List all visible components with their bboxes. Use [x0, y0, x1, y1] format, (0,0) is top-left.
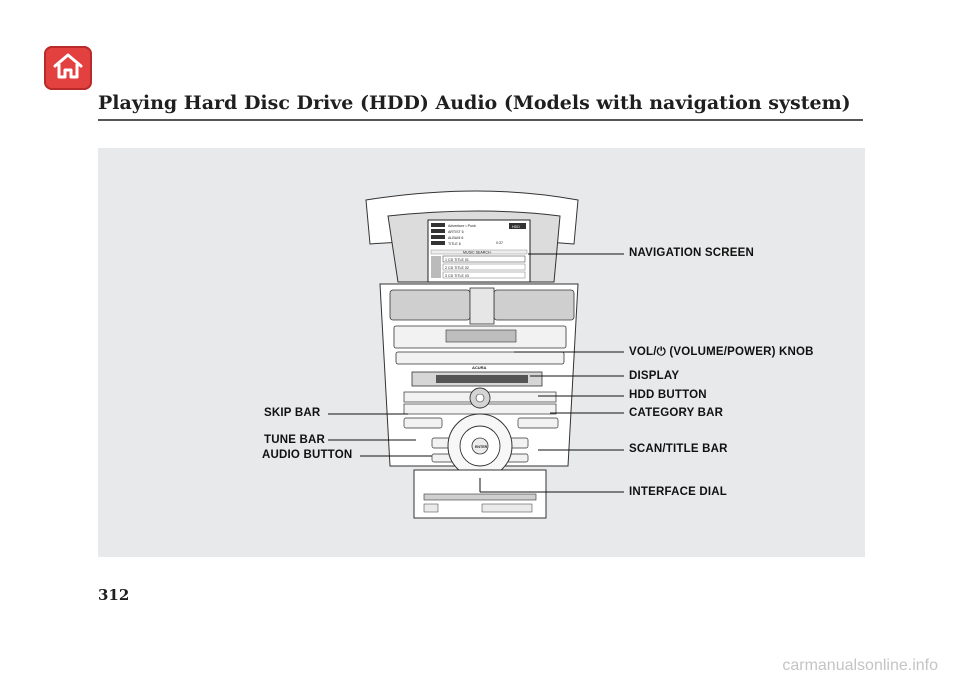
- callout-hdd-button: HDD BUTTON: [629, 389, 707, 401]
- center-console: [379, 283, 579, 479]
- screen-list-item: 3 CD TITLE 03: [445, 274, 469, 278]
- page-title: Playing Hard Disc Drive (HDD) Audio (Mod…: [98, 92, 851, 114]
- screen-line-4: TITLE 6: [448, 242, 461, 246]
- disc-unit: [413, 469, 547, 519]
- screen-list-item: 1 CD TITLE 01: [445, 258, 469, 262]
- screen-line-1: Adventure • Punk: [448, 224, 476, 228]
- title-divider: [98, 119, 863, 121]
- screen-list-item: 2 CD TITLE 02: [445, 266, 469, 270]
- screen-source-badge: HDD: [512, 225, 520, 229]
- screen-header: MUSIC SEARCH: [463, 251, 491, 255]
- enter-label: ENTER: [475, 445, 488, 449]
- screen-line-2: ARTIST 6: [448, 230, 464, 234]
- page-number: 312: [98, 586, 130, 604]
- callout-audio-button: AUDIO BUTTON: [262, 449, 353, 461]
- callout-skip-bar: SKIP BAR: [264, 407, 321, 419]
- figure-panel: Adventure • Punk ARTIST 6 ALBUM 6 TITLE …: [98, 148, 865, 557]
- callout-vol-knob: VOL/⏻ (VOLUME/POWER) KNOB: [629, 346, 814, 358]
- callout-tune-bar: TUNE BAR: [264, 434, 326, 446]
- panel-brand: ACURA: [472, 365, 487, 370]
- callout-navigation-screen: NAVIGATION SCREEN: [629, 247, 755, 259]
- dashboard-illustration: Adventure • Punk ARTIST 6 ALBUM 6 TITLE …: [328, 190, 624, 519]
- screen-time: 0:37: [496, 241, 503, 245]
- home-button[interactable]: [44, 46, 92, 90]
- callout-scan-title-bar: SCAN/TITLE BAR: [629, 443, 728, 455]
- screen-line-3: ALBUM 6: [448, 236, 463, 240]
- watermark: carmanualsonline.info: [782, 657, 938, 674]
- home-icon: [52, 52, 84, 85]
- callout-category-bar: CATEGORY BAR: [629, 407, 724, 419]
- callout-display: DISPLAY: [629, 370, 680, 382]
- callout-interface-dial: INTERFACE DIAL: [629, 486, 727, 498]
- callout-lines: [328, 253, 624, 493]
- navigation-screen: [427, 219, 531, 283]
